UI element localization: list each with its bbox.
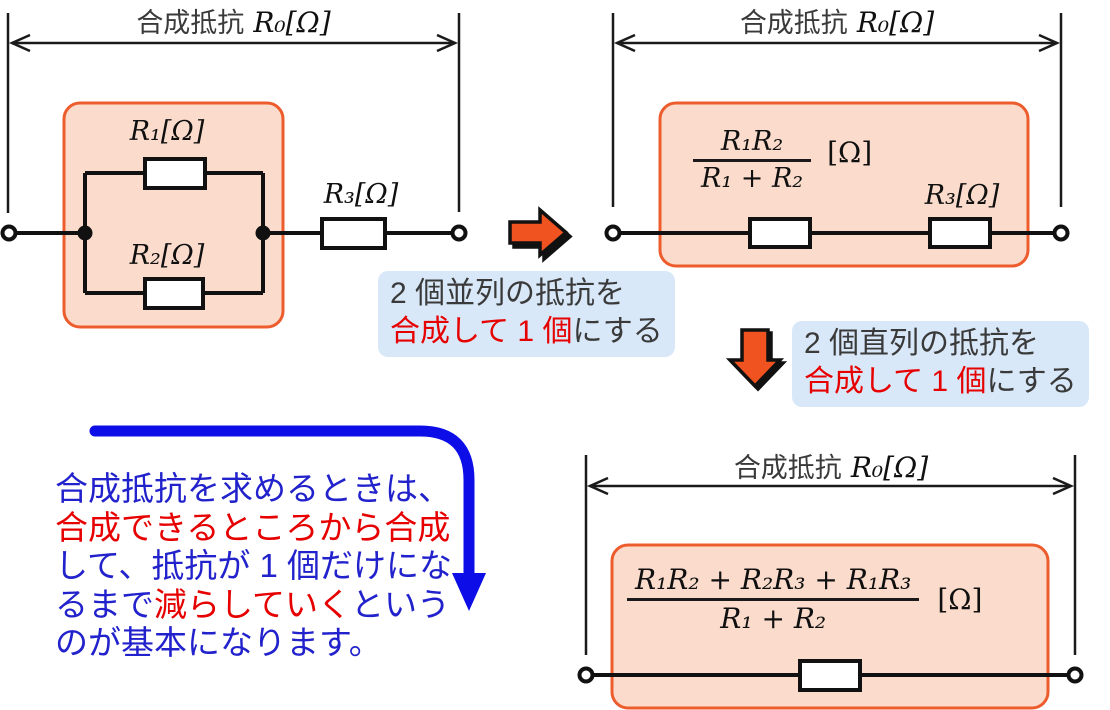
note-text: のが基本になります。 — [55, 624, 382, 662]
fraction: R₁R₂ + R₂R₃ + R₁R₃ R₁ + R₂ — [627, 563, 920, 635]
blue-curve-arrow — [89, 425, 475, 582]
resistor-r2 — [143, 277, 205, 310]
resistor-r1 — [143, 157, 207, 190]
callout-line: 2 個直列の抵抗を — [804, 325, 1077, 363]
d2-fraction: R₁R₂ R₁ + R₂ [Ω] — [693, 126, 872, 194]
junction-dot — [77, 225, 93, 241]
callout-text-red: 合成して 1 個 — [390, 315, 573, 348]
d3-title-kanji: 合成抵抗 — [733, 453, 842, 483]
fraction-numerator: R₁R₂ — [720, 126, 784, 157]
d2-title-kanji: 合成抵抗 — [739, 8, 848, 38]
d3-fraction: R₁R₂ + R₂R₃ + R₁R₃ R₁ + R₂ [Ω] — [627, 563, 982, 635]
note-text: るまで — [55, 585, 154, 623]
note-line: 合成できるところから合成 — [55, 509, 452, 548]
d2-title: 合成抵抗 R₀[Ω] — [612, 1, 1062, 40]
note-text: して、抵抗が 1 個だけにな — [55, 547, 453, 585]
callout-text: にする — [986, 365, 1077, 398]
d1-title-math: R₀[Ω] — [253, 6, 331, 39]
d1-title-kanji: 合成抵抗 — [136, 8, 245, 38]
dim-arrowhead-icon — [1038, 33, 1061, 53]
fraction-unit: [Ω] — [937, 582, 983, 616]
note-text: という — [351, 585, 451, 623]
callout-parallel: 2 個並列の抵抗を 合成して 1 個にする — [378, 271, 675, 357]
principle-note: 合成抵抗を求めるときは、 合成できるところから合成 して、抵抗が 1 個だけにな… — [55, 470, 452, 663]
d2-title-math: R₀[Ω] — [856, 6, 935, 39]
junction-dot — [255, 225, 271, 241]
callout-text-red: 合成して 1 個 — [804, 365, 987, 398]
fraction-numerator: R₁R₂ + R₂R₃ + R₁R₃ — [635, 563, 912, 596]
fraction-denominator: R₁ + R₂ — [701, 163, 804, 194]
fraction: R₁R₂ R₁ + R₂ — [693, 126, 812, 194]
callout-series: 2 個直列の抵抗を 合成して 1 個にする — [792, 321, 1089, 407]
resistor-r3 — [928, 217, 992, 249]
dim-arrowhead-icon — [8, 33, 31, 53]
callout-text: 2 個直列の抵抗を — [804, 327, 1040, 360]
callout-text: にする — [572, 315, 663, 348]
r2-label: R₂[Ω] — [129, 240, 205, 271]
note-line: 合成抵抗を求めるときは、 — [55, 470, 452, 509]
terminal-icon — [450, 224, 468, 242]
r3-label: R₃[Ω] — [323, 179, 399, 210]
resistor-r3 — [320, 217, 387, 250]
terminal-icon — [1066, 666, 1084, 684]
d2-r3-label: R₃[Ω] — [924, 180, 1000, 211]
dim-arrowhead-icon — [1052, 476, 1075, 496]
terminal-icon — [604, 224, 622, 242]
fraction-bar — [693, 159, 812, 162]
note-line: のが基本になります。 — [55, 624, 452, 663]
fraction-denominator: R₁ + R₂ — [720, 602, 827, 635]
dim-arrowhead-icon — [436, 33, 459, 53]
resistor-combined-total — [798, 659, 862, 692]
d1-title: 合成抵抗 R₀[Ω] — [8, 1, 459, 40]
blue-arrowhead-icon — [452, 573, 486, 611]
dim-arrowhead-icon — [613, 33, 636, 53]
note-line: るまで減らしていくという — [55, 586, 452, 625]
d3-title: 合成抵抗 R₀[Ω] — [585, 446, 1077, 485]
note-line: して、抵抗が 1 個だけにな — [55, 547, 452, 586]
note-text: 合成抵抗を求めるときは、 — [55, 470, 451, 507]
right-block-arrow-icon — [508, 206, 569, 259]
callout-line: 2 個並列の抵抗を — [390, 275, 663, 313]
note-text-red: 減らしていく — [154, 585, 352, 623]
final-highlight-box — [610, 543, 1050, 710]
resistor-combined-parallel — [748, 217, 812, 249]
callout-text: 2 個並列の抵抗を — [390, 277, 626, 310]
parallel-highlight-box — [62, 101, 285, 329]
r1-label: R₁[Ω] — [129, 116, 205, 147]
down-block-arrow-icon — [725, 328, 785, 389]
fraction-unit: [Ω] — [827, 135, 873, 169]
terminal-icon — [0, 224, 18, 242]
terminal-icon — [1052, 224, 1070, 242]
dim-arrowhead-icon — [586, 476, 609, 496]
d3-title-math: R₀[Ω] — [850, 451, 929, 484]
terminal-icon — [577, 666, 595, 684]
fraction-bar — [627, 598, 920, 601]
note-text-red: 合成できるところから合成 — [55, 508, 451, 546]
callout-line: 合成して 1 個にする — [390, 313, 663, 351]
callout-line: 合成して 1 個にする — [804, 363, 1077, 401]
